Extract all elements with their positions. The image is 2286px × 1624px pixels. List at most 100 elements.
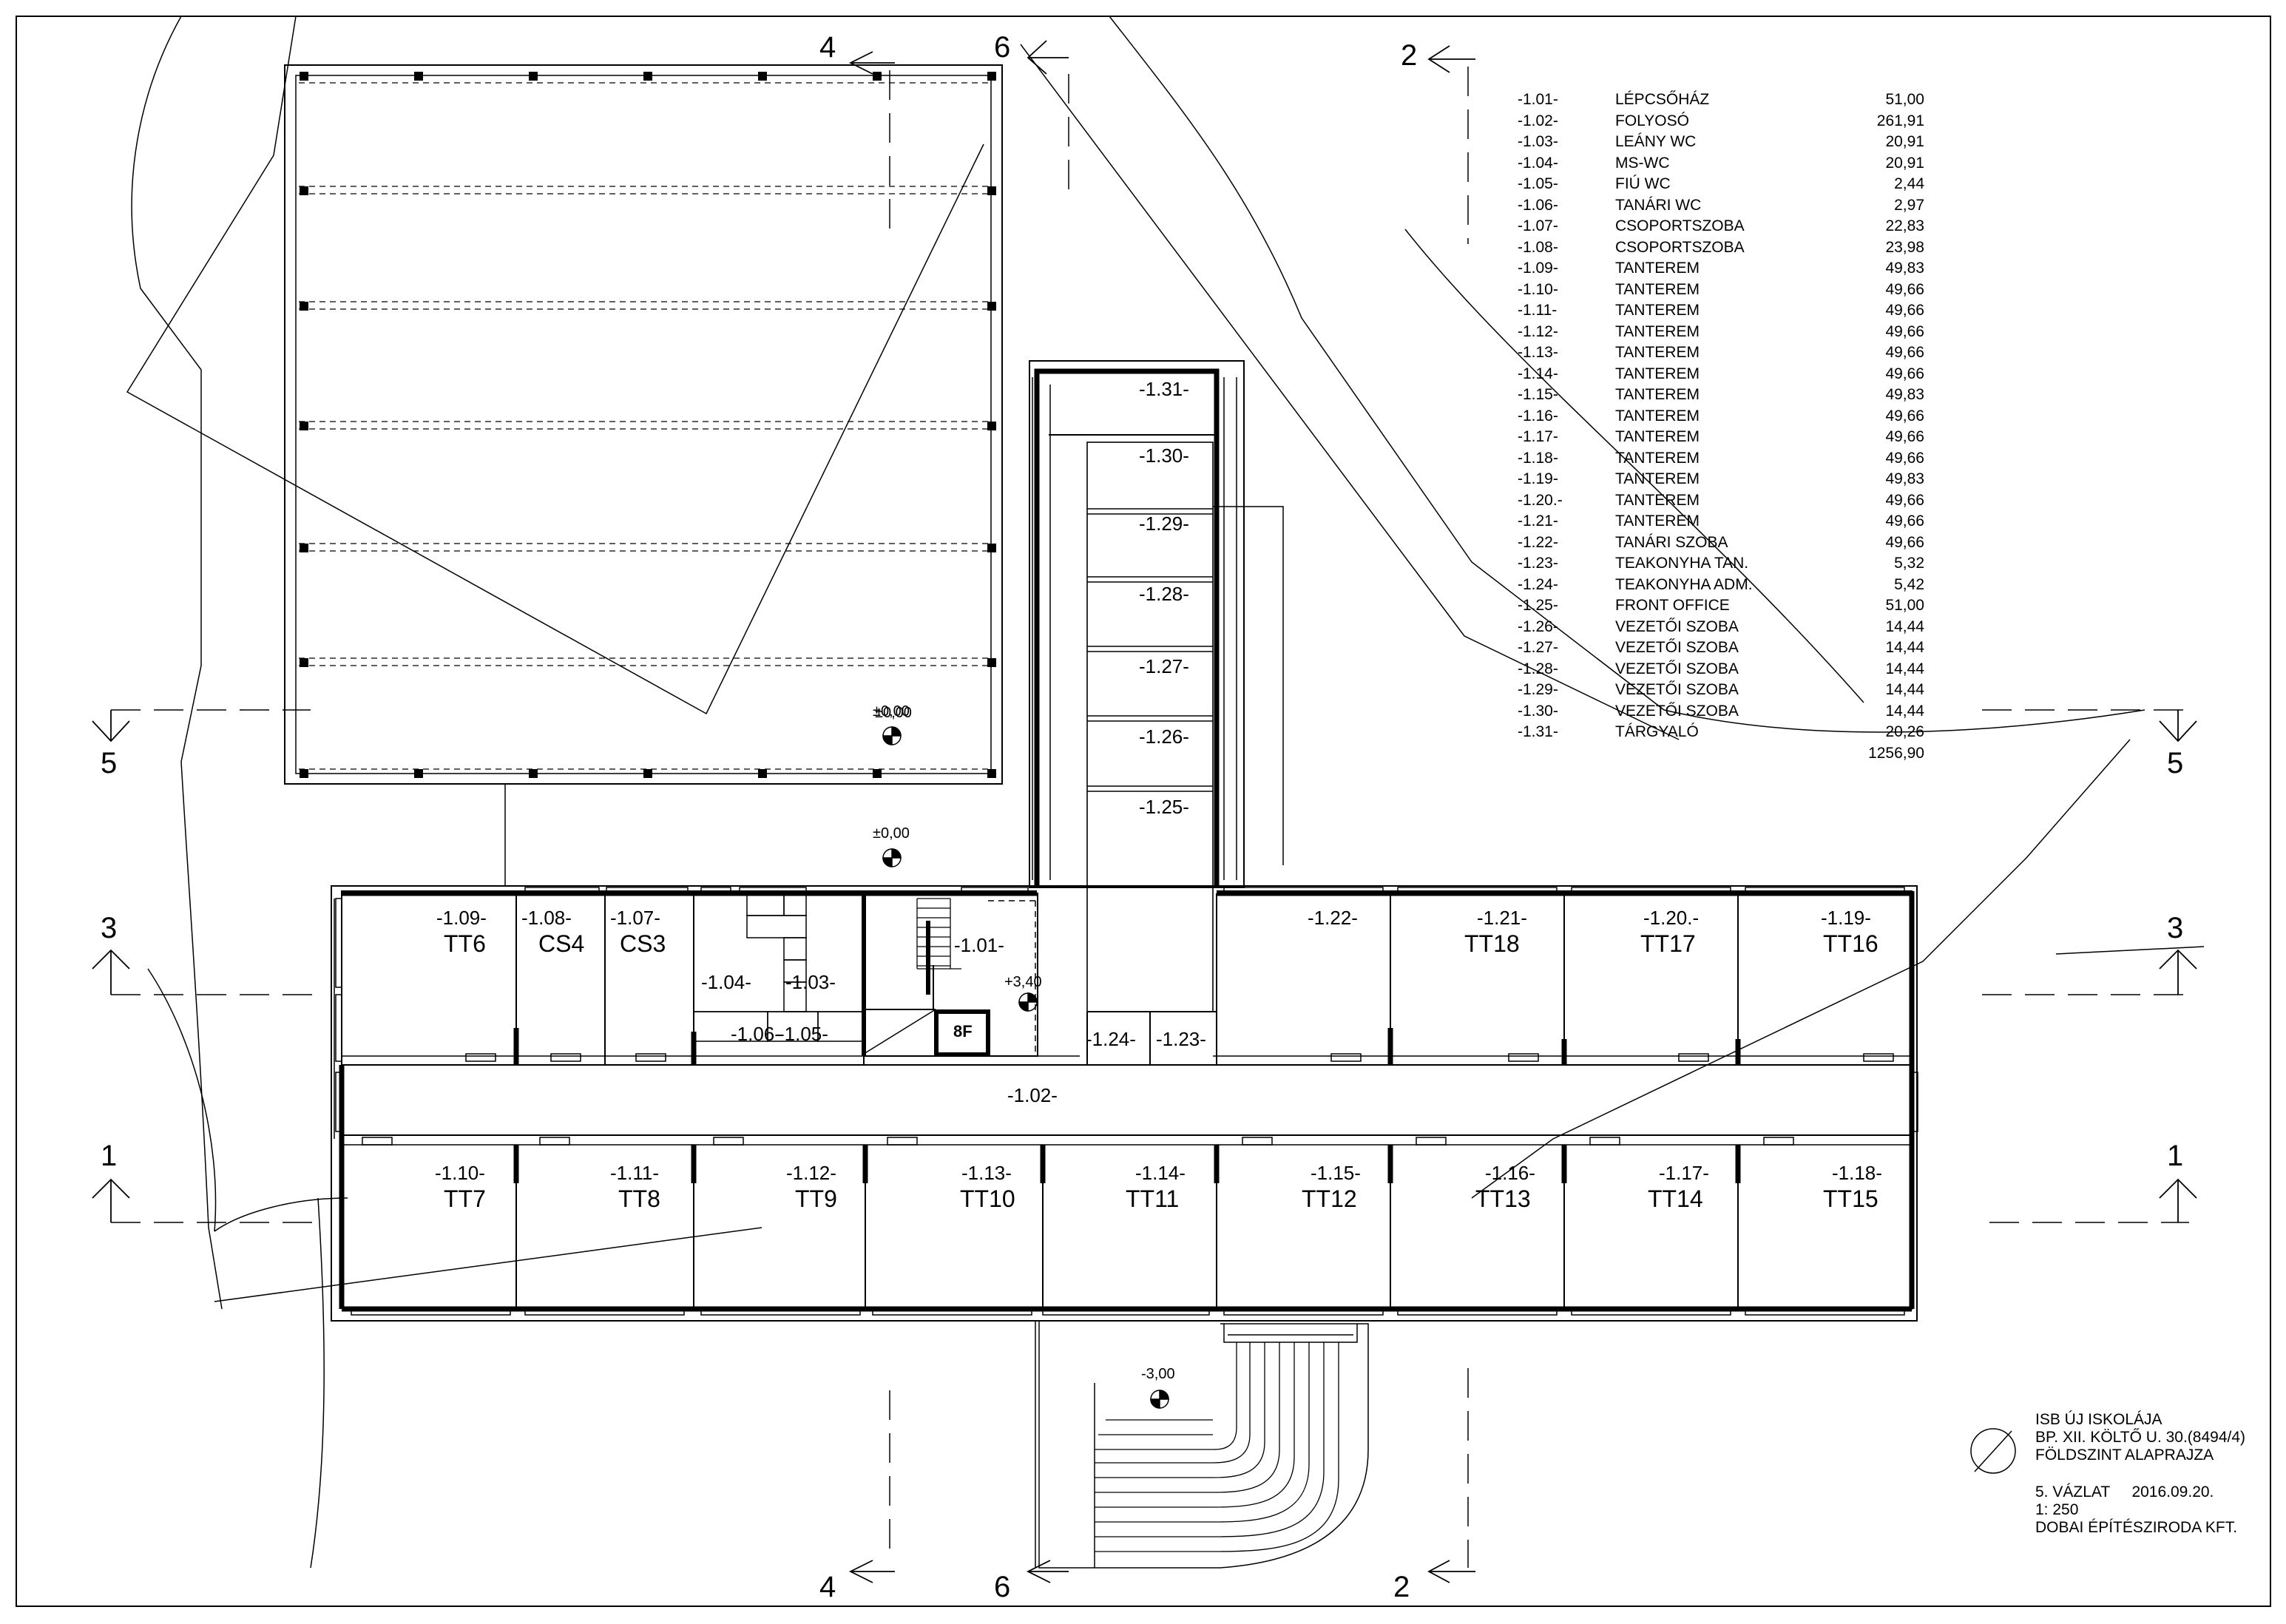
room-code: -1.06- bbox=[731, 1023, 781, 1045]
room-schedule-area: 14,44 bbox=[1885, 639, 1924, 656]
elevator-label: 8F bbox=[953, 1022, 973, 1041]
room-schedule-area: 49,66 bbox=[1885, 533, 1924, 551]
room-code: -1.25- bbox=[1139, 796, 1189, 818]
room-name: TT10 bbox=[960, 1185, 1015, 1212]
room-schedule-name: LEÁNY WC bbox=[1615, 133, 1697, 150]
room-schedule-code: -1.17- bbox=[1518, 428, 1558, 445]
yard bbox=[284, 64, 1003, 886]
yard-columns bbox=[300, 72, 996, 778]
room-schedule-name: VEZETŐI SZOBA bbox=[1615, 681, 1739, 698]
room-schedule-code: -1.02- bbox=[1518, 112, 1558, 129]
room-schedule-code: -1.21- bbox=[1518, 512, 1558, 530]
room-schedule-name: TANTEREM bbox=[1615, 322, 1700, 340]
room-code: -1.29- bbox=[1139, 512, 1189, 535]
room-code: -1.30- bbox=[1139, 444, 1189, 467]
room-schedule-code: -1.03- bbox=[1518, 133, 1558, 150]
room-code: -1.21- bbox=[1477, 907, 1527, 929]
room-schedule-code: -1.11- bbox=[1518, 302, 1558, 319]
room-code: -1.12- bbox=[786, 1162, 836, 1184]
room-code: -1.27- bbox=[1139, 655, 1189, 677]
section-label: 4 bbox=[819, 1571, 836, 1603]
room-schedule-name: TANTEREM bbox=[1615, 470, 1700, 487]
room-code: -1.08- bbox=[521, 907, 572, 929]
section-label: 6 bbox=[994, 1571, 1011, 1603]
room-schedule-area: 51,00 bbox=[1885, 597, 1924, 614]
room-schedule-area: 49,66 bbox=[1885, 302, 1924, 319]
room-code: -1.28- bbox=[1139, 583, 1189, 605]
room-schedule-code: -1.19- bbox=[1518, 470, 1558, 487]
room-schedule-area: 51,00 bbox=[1885, 91, 1924, 108]
room-schedule-area: 20,91 bbox=[1885, 154, 1924, 172]
room-schedule-area: 49,66 bbox=[1885, 491, 1924, 509]
room-code: -1.02- bbox=[1007, 1084, 1058, 1106]
room-schedule-name: TANÁRI WC bbox=[1615, 196, 1702, 214]
room-schedule-code: -1.26- bbox=[1518, 618, 1558, 635]
room-schedule-code: -1.29- bbox=[1518, 681, 1558, 698]
room-schedule-area: 49,66 bbox=[1885, 428, 1924, 445]
room-schedule-name: TANTEREM bbox=[1615, 512, 1700, 530]
room-name: TT11 bbox=[1126, 1185, 1180, 1212]
room-schedule-area: 23,98 bbox=[1885, 238, 1924, 256]
room-code: -1.26- bbox=[1139, 725, 1189, 748]
room-schedule-name: TEAKONYHA TAN. bbox=[1615, 555, 1749, 572]
section-label: 1 bbox=[101, 1140, 118, 1172]
room-schedule-code: -1.31- bbox=[1518, 723, 1558, 740]
room-schedule-area: 49,66 bbox=[1885, 407, 1924, 424]
main-wing bbox=[331, 885, 1918, 1322]
room-code: -1.31- bbox=[1139, 378, 1189, 400]
room-schedule-area: 14,44 bbox=[1885, 702, 1924, 720]
title-block: ISB ÚJ ISKOLÁJA BP. XII. KÖLTŐ U. 30.(84… bbox=[2035, 1411, 2245, 1537]
room-code: -1.16- bbox=[1485, 1162, 1535, 1184]
room-schedule-area: 49,66 bbox=[1885, 280, 1924, 298]
room-name: TT14 bbox=[1648, 1185, 1703, 1212]
room-schedule-code: -1.24- bbox=[1518, 575, 1558, 593]
room-name: TT6 bbox=[444, 930, 486, 957]
room-schedule-row: -1.28- VEZETŐI SZOBA 14,44 bbox=[1518, 660, 1924, 682]
wc-block bbox=[693, 894, 865, 1042]
section-label: 6 bbox=[994, 31, 1011, 64]
room-schedule-code: -1.14- bbox=[1518, 365, 1558, 382]
room-code: -1.19- bbox=[1821, 907, 1871, 929]
section-label: 4 bbox=[819, 31, 836, 64]
level-label: ±0,00 bbox=[873, 703, 910, 720]
room-schedule-name: VEZETŐI SZOBA bbox=[1615, 660, 1739, 677]
drawing-title: FÖLDSZINT ALAPRAJZA bbox=[2035, 1447, 2214, 1464]
room-schedule-area: 49,66 bbox=[1885, 512, 1924, 530]
room-schedule-name: TANTEREM bbox=[1615, 449, 1700, 467]
room-name: TT18 bbox=[1464, 930, 1520, 957]
project-name: ISB ÚJ ISKOLÁJA bbox=[2035, 1411, 2162, 1428]
room-schedule-code: -1.28- bbox=[1518, 660, 1558, 677]
room-name: TT8 bbox=[618, 1185, 660, 1212]
room-schedule-name: MS-WC bbox=[1615, 154, 1670, 172]
room-schedule-name: VEZETŐI SZOBA bbox=[1615, 618, 1739, 635]
room-schedule-code: -1.16- bbox=[1518, 407, 1558, 424]
room-schedule-area: 14,44 bbox=[1885, 660, 1924, 677]
room-code: -1.03- bbox=[785, 971, 836, 993]
drawing-scale: 1: 250 bbox=[2035, 1501, 2079, 1518]
room-schedule-area: 14,44 bbox=[1885, 681, 1924, 698]
room-schedule-area: 5,42 bbox=[1894, 575, 1924, 593]
room-schedule-area: 20,91 bbox=[1885, 133, 1924, 150]
room-schedule-code: -1.10- bbox=[1518, 280, 1558, 298]
room-schedule-row: -1.29- VEZETŐI SZOBA 14,44 bbox=[1518, 681, 1924, 703]
room-schedule-name: TÁRGYALÓ bbox=[1615, 723, 1699, 740]
room-code: -1.24- bbox=[1086, 1028, 1136, 1050]
room-code: -1.23- bbox=[1156, 1028, 1206, 1050]
project-address: BP. XII. KÖLTŐ U. 30.(8494/4) bbox=[2035, 1429, 2246, 1446]
room-name: TT15 bbox=[1823, 1185, 1878, 1212]
room-name: TT13 bbox=[1475, 1185, 1531, 1212]
level-label: -3,00 bbox=[1141, 1366, 1175, 1382]
